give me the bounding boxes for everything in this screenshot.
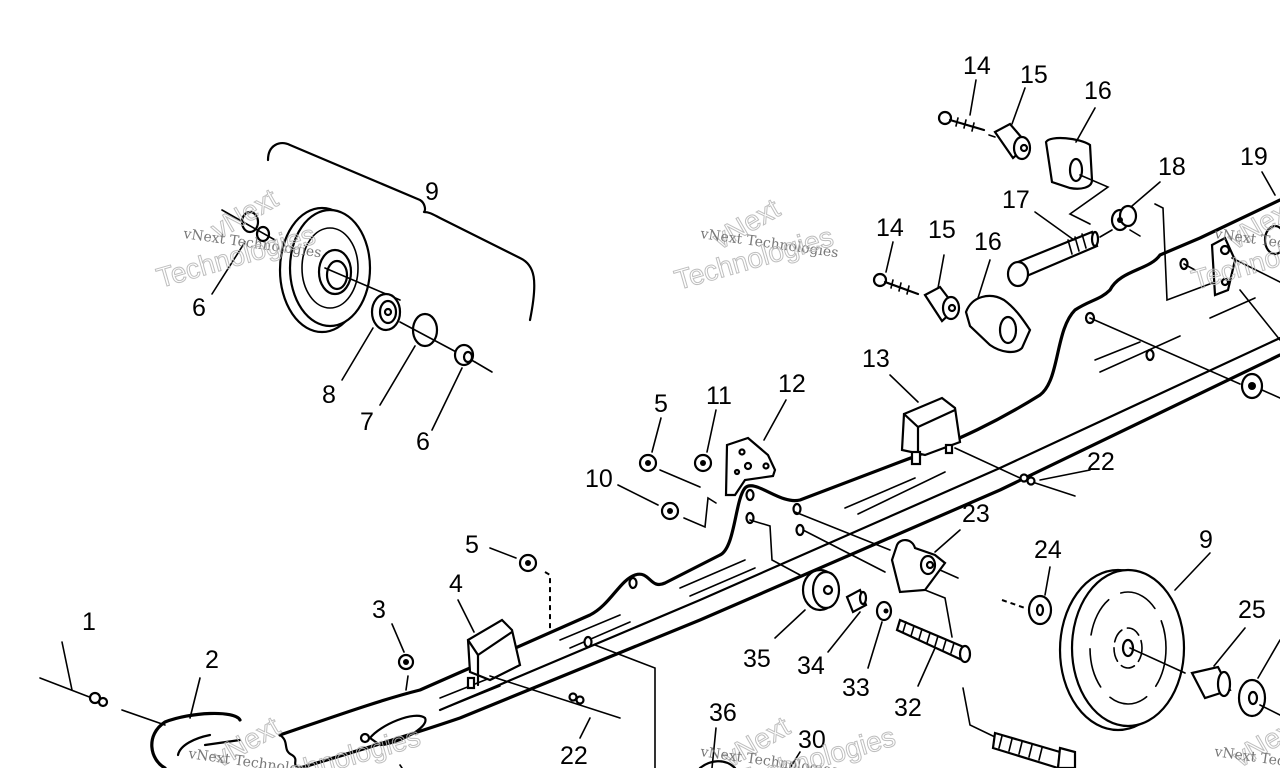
part-24-washer bbox=[1001, 566, 1053, 626]
part-5-nut-lower bbox=[489, 547, 551, 632]
callout-35: 35 bbox=[743, 645, 771, 673]
callout-9-bottom: 9 bbox=[1199, 526, 1213, 554]
upper-mount-hardware bbox=[872, 79, 1280, 400]
callout-36: 36 bbox=[709, 699, 737, 727]
watermark-bottom-right: vNext vNext Technologies bbox=[1212, 710, 1280, 768]
watermark-bottom-left: vNext vNext Technologies Technologies bbox=[186, 710, 424, 768]
callout-15-top: 15 bbox=[1020, 61, 1048, 89]
callout-5-upper: 5 bbox=[654, 390, 668, 418]
callout-6-right: 6 bbox=[416, 428, 430, 456]
callout-15-bottom: 15 bbox=[928, 216, 956, 244]
callout-22-lower: 22 bbox=[560, 742, 588, 768]
part-33-washer bbox=[867, 600, 893, 669]
callout-14-bottom: 14 bbox=[876, 214, 904, 242]
part-32-bolt bbox=[895, 618, 972, 687]
part-30-partial bbox=[789, 751, 801, 768]
callout-34: 34 bbox=[797, 652, 825, 680]
part-10-nut bbox=[617, 484, 717, 529]
part-2-rail-tip bbox=[150, 677, 242, 768]
callout-12: 12 bbox=[778, 370, 806, 398]
callout-9-top: 9 bbox=[425, 178, 439, 206]
watermark-right: vNext vNext Technologies Technologies bbox=[1188, 192, 1280, 296]
callout-1: 1 bbox=[82, 608, 96, 636]
callout-32: 32 bbox=[894, 694, 922, 722]
callout-18: 18 bbox=[1158, 153, 1186, 181]
part-23-bracket-spacer bbox=[794, 511, 961, 638]
part-long-bolt-bottom bbox=[962, 687, 1077, 768]
callout-2: 2 bbox=[205, 646, 219, 674]
watermark-top-center: vNext vNext Technologies Technologies bbox=[671, 192, 840, 296]
watermark-big-bottom: Technologies bbox=[258, 721, 424, 768]
callout-5-lower: 5 bbox=[465, 531, 479, 559]
part-36-partial bbox=[698, 727, 737, 768]
callout-4: 4 bbox=[449, 570, 463, 598]
part-3-nut bbox=[391, 623, 415, 691]
part-22-screw-upper bbox=[1019, 469, 1091, 497]
callout-25: 25 bbox=[1238, 596, 1266, 624]
part-1-rivet bbox=[39, 641, 166, 726]
callout-10: 10 bbox=[585, 465, 613, 493]
callout-11: 11 bbox=[706, 382, 732, 410]
callout-7: 7 bbox=[360, 408, 374, 436]
callout-8: 8 bbox=[322, 381, 336, 409]
part-35-roller bbox=[749, 519, 841, 639]
callout-30: 30 bbox=[798, 726, 826, 754]
callout-3: 3 bbox=[372, 596, 386, 624]
callout-23: 23 bbox=[962, 500, 990, 528]
callout-33: 33 bbox=[842, 674, 870, 702]
callout-19: 19 bbox=[1240, 143, 1268, 171]
callout-14-top: 14 bbox=[963, 52, 991, 80]
part-4-wear-block bbox=[457, 599, 522, 690]
callout-6-left: 6 bbox=[192, 294, 206, 322]
callout-13: 13 bbox=[862, 345, 890, 373]
part-12-bracket bbox=[724, 399, 787, 497]
part-5-nut-upper bbox=[638, 417, 701, 488]
callout-17: 17 bbox=[1002, 186, 1030, 214]
callout-labels: 1 2 3 4 5 5 6 6 7 8 9 9 10 11 12 13 14 1… bbox=[82, 52, 1268, 768]
wheel-assembly-group bbox=[211, 142, 536, 431]
part-13-wear-block bbox=[889, 374, 1021, 479]
callout-24: 24 bbox=[1034, 536, 1062, 564]
part-22-screw-lower bbox=[489, 644, 656, 768]
callout-22-upper: 22 bbox=[1087, 448, 1115, 476]
part-9-idler-wheel bbox=[1058, 552, 1211, 732]
part-11-nut bbox=[693, 409, 717, 473]
callout-16-top: 16 bbox=[1084, 77, 1112, 105]
part-34-spacer bbox=[827, 588, 868, 653]
part-25-spacer bbox=[1190, 627, 1280, 718]
callout-16-bottom: 16 bbox=[974, 228, 1002, 256]
